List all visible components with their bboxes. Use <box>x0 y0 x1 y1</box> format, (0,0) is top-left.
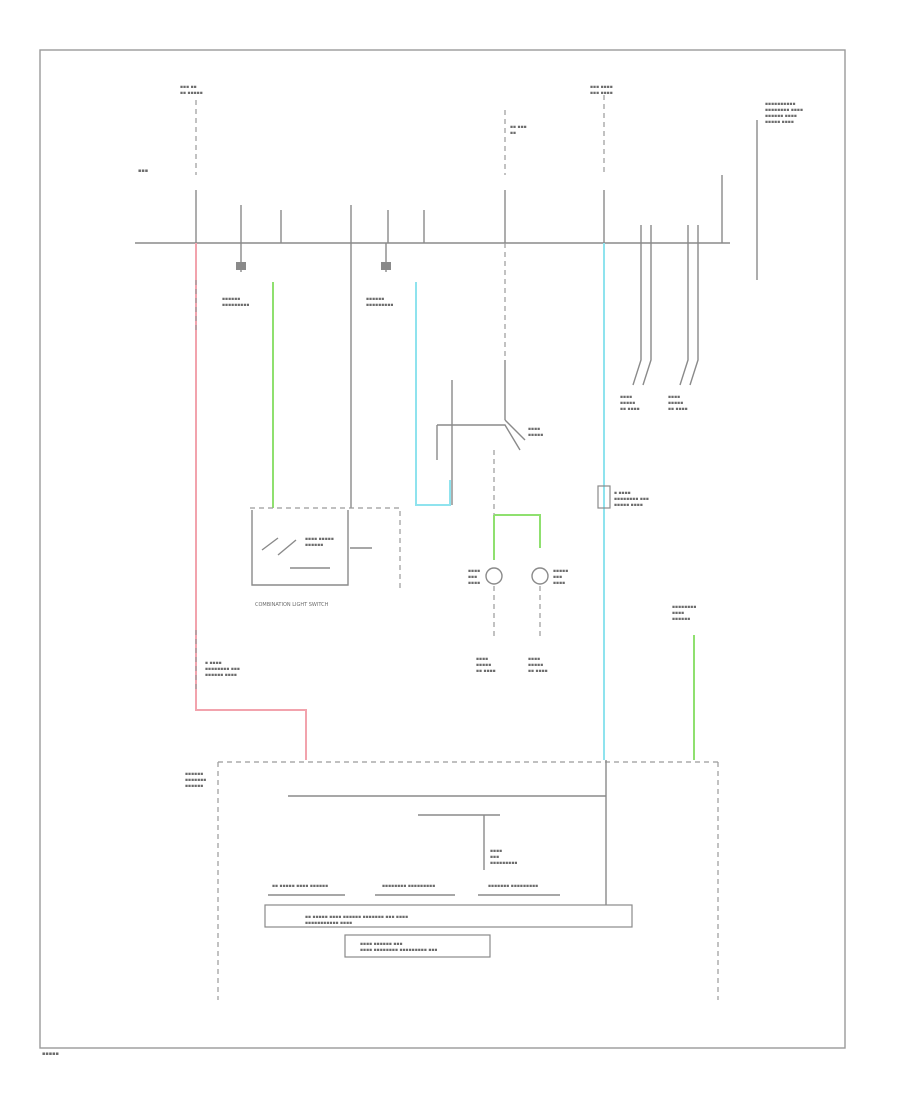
ground-label-2: ▪▪▪▪▪▪▪▪▪▪▪ ▪▪▪▪ <box>528 657 548 674</box>
module-label: ▪▪▪▪▪▪▪▪▪▪▪▪▪▪▪▪▪▪▪ <box>185 772 206 789</box>
cyan-wire-left <box>415 282 451 506</box>
relay <box>436 243 526 505</box>
labels: ▪▪▪▪▪ ▪▪▪ ▪▪▪ ▪▪▪▪ ▪▪▪▪▪ ▪▪ ▪▪▪▪▪ ▪▪▪ ▪▪… <box>42 85 803 1057</box>
module-block-1-label: ▪▪ ▪▪▪▪▪ ▪▪▪▪ ▪▪▪▪▪▪ <box>272 884 328 889</box>
module-block-3-label: ▪▪▪▪▪▪▪ ▪▪▪▪▪▪▪▪▪ <box>488 884 538 889</box>
left-lamp-label: ▪▪▪▪▪▪▪▪▪▪▪ <box>468 569 480 586</box>
ground-label-4: ▪▪▪▪▪▪▪▪▪▪▪ ▪▪▪▪ <box>668 395 688 412</box>
bus-connector-ticks <box>240 205 699 243</box>
top-right-note: ▪▪▪▪▪▪▪▪▪▪▪▪▪▪▪▪▪▪ ▪▪▪▪▪▪▪▪▪▪ ▪▪▪▪▪▪▪▪▪ … <box>765 102 803 125</box>
left-lamp-icon <box>485 567 503 585</box>
footer-code: ▪▪▪▪▪ <box>42 1051 59 1057</box>
module-block-2-label: ▪▪▪▪▪▪▪▪ ▪▪▪▪▪▪▪▪▪ <box>382 884 435 889</box>
top-fuse-right-label: ▪▪▪ ▪▪▪▪▪▪▪ ▪▪▪▪ <box>590 85 613 96</box>
joint-connector-label-1: ▪ ▪▪▪▪▪▪▪▪▪▪▪▪ ▪▪▪▪▪▪▪▪▪ ▪▪▪▪ <box>205 661 240 678</box>
joint-connector-label-2: ▪ ▪▪▪▪▪▪▪▪▪▪▪▪ ▪▪▪▪▪▪▪▪ ▪▪▪▪ <box>614 491 649 508</box>
ground-label-3: ▪▪▪▪▪▪▪▪▪▪▪ ▪▪▪▪ <box>620 395 640 412</box>
right-lamp-icon <box>531 567 549 585</box>
relay-label: ▪▪▪▪▪▪▪▪▪ <box>528 427 543 438</box>
ground-branches <box>632 243 699 386</box>
right-lamp-label: ▪▪▪▪▪▪▪▪▪▪▪▪ <box>553 569 568 586</box>
joint-connector-2-box <box>597 485 611 509</box>
module-bottom-label: ▪▪ ▪▪▪▪▪ ▪▪▪▪ ▪▪▪▪▪▪ ▪▪▪▪▪▪▪ ▪▪▪ ▪▪▪▪▪▪▪… <box>305 915 408 926</box>
combination-light-switch-label: COMBINATION LIGHT SWITCH <box>255 602 329 608</box>
control-module <box>217 760 719 1000</box>
module-note-label: ▪▪▪▪ ▪▪▪▪▪▪ ▪▪▪▪▪▪▪ ▪▪▪▪▪▪▪▪ ▪▪▪▪▪▪▪▪▪ ▪… <box>360 942 438 953</box>
module-indicator-label: ▪▪▪▪▪▪▪▪▪▪▪▪▪▪▪▪ <box>490 849 517 866</box>
bus-label: ▪▪▪ <box>138 168 148 174</box>
top-fuse-left-label: ▪▪▪ ▪▪▪▪ ▪▪▪▪▪ <box>180 85 203 96</box>
ground-label-1: ▪▪▪▪▪▪▪▪▪▪▪ ▪▪▪▪ <box>476 657 496 674</box>
pink-wire <box>195 243 307 760</box>
sensor-top-right-label: ▪▪▪▪▪▪▪▪▪▪▪▪▪▪▪▪▪▪ <box>672 605 696 622</box>
wiring-harness-label-2: ▪▪▪▪▪▪▪▪▪▪▪▪▪▪▪ <box>366 297 393 308</box>
wiring-harness-connector-2 <box>381 243 391 272</box>
switch-inner-label: ▪▪▪▪ ▪▪▪▪▪▪▪▪▪▪▪ <box>305 537 334 548</box>
top-fuse-mid-label: ▪▪ ▪▪▪▪▪ <box>510 125 527 136</box>
wiring-harness-label-1: ▪▪▪▪▪▪▪▪▪▪▪▪▪▪▪ <box>222 297 249 308</box>
combination-light-switch <box>250 507 401 590</box>
diagram-frame <box>39 49 846 1049</box>
lamp-branch <box>485 450 549 640</box>
wiring-harness-connector-1 <box>236 243 246 272</box>
